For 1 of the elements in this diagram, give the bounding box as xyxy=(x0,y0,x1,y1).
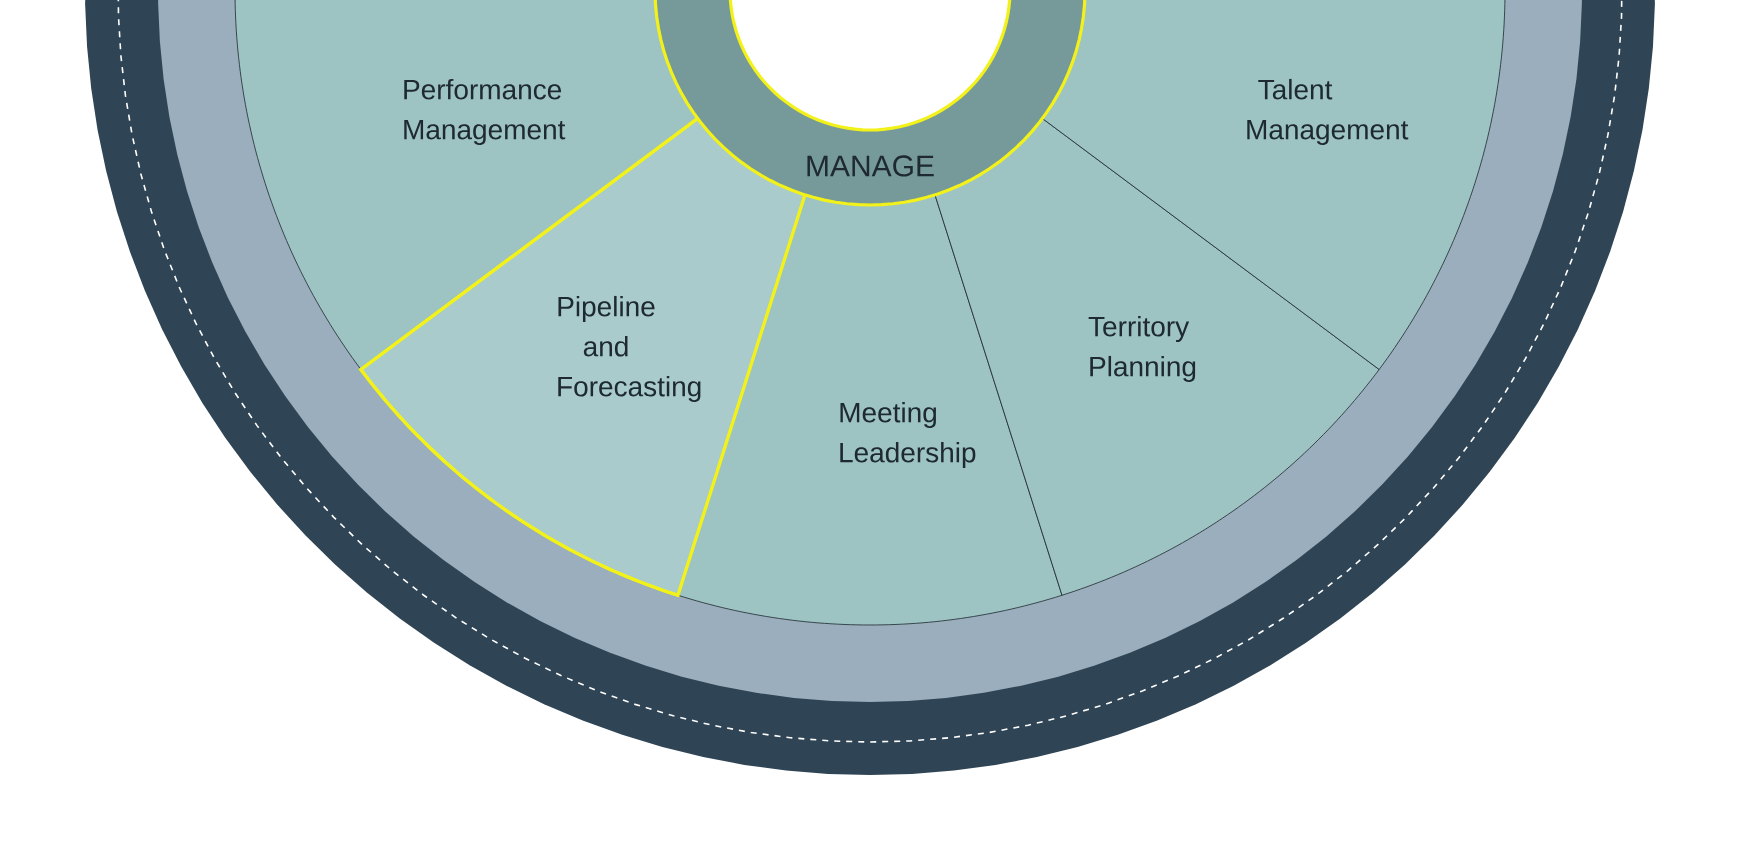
hub-ring: MANAGE xyxy=(653,0,1087,207)
